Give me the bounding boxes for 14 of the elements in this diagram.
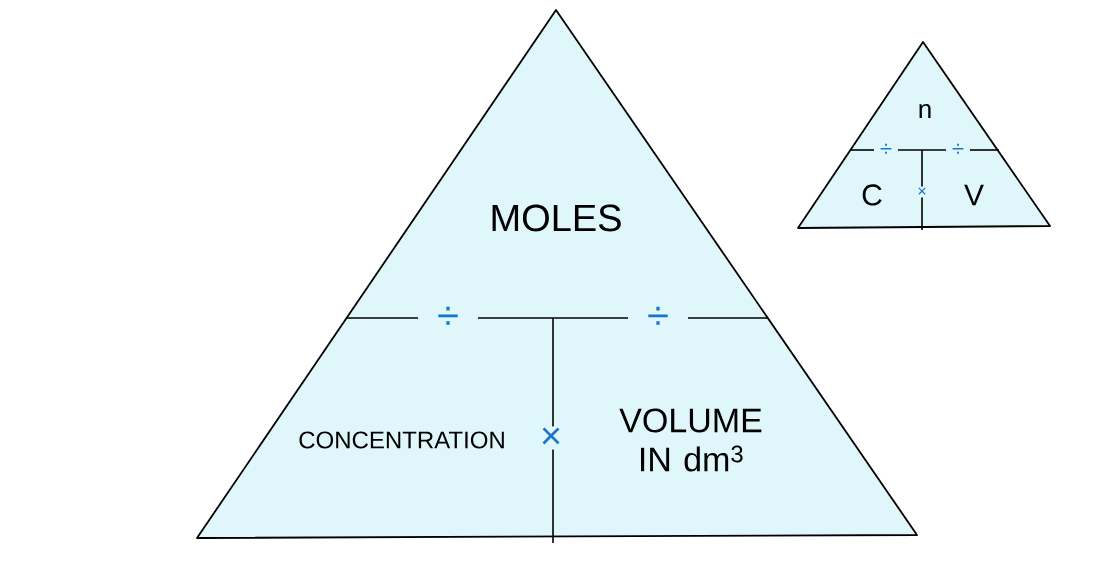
multiply-sign: × [538, 426, 564, 450]
divide-sign: ÷ [950, 142, 966, 158]
divide-sign: ÷ [436, 305, 460, 331]
triangle-label: V [964, 184, 984, 206]
triangle-label: n [919, 104, 931, 118]
triangle-label: MOLES [492, 204, 621, 232]
triangle-label: CONCENTRATION [299, 431, 504, 449]
formula-triangle [797, 41, 1051, 231]
multiply-sign: × [916, 186, 928, 198]
triangle-label: VOLUME IN dm$^{3}$ [619, 408, 762, 472]
divide-sign: ÷ [646, 305, 670, 331]
triangle-label: C [862, 184, 882, 206]
formula-triangle [196, 9, 918, 544]
divide-sign: ÷ [878, 142, 894, 158]
